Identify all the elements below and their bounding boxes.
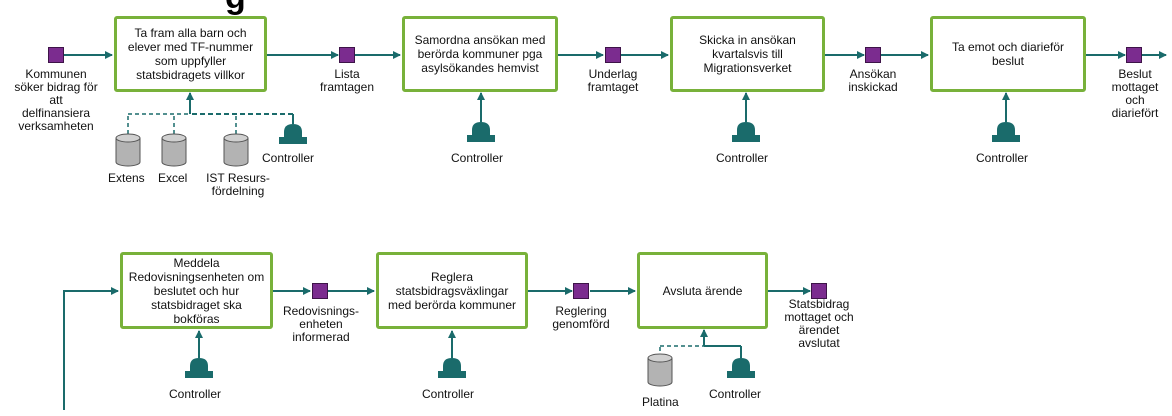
process-label: Meddela Redovisningsenheten om beslutet … — [128, 255, 265, 326]
process-label: Ta emot och diarieför beslut — [951, 40, 1065, 68]
event-marker — [1126, 47, 1142, 63]
database-label: Extens — [108, 171, 145, 185]
process-box: Ta emot och diarieför beslut — [930, 16, 1086, 92]
database-icon — [223, 133, 249, 167]
event-label: Statsbidrag mottaget och ärendet avsluta… — [784, 297, 854, 350]
process-box: Samordna ansökan med berörda kommuner pg… — [402, 16, 558, 92]
event-marker — [48, 47, 64, 63]
process-label: Reglera statsbidragsväxlingar med berörd… — [387, 269, 517, 312]
database-label: IST Resurs-fördelning — [206, 171, 270, 198]
controller-icon — [992, 122, 1020, 142]
controller-label: Controller — [262, 151, 315, 165]
controller-label: Controller — [169, 387, 222, 401]
event-label: Kommunen söker bidrag för att delfinansi… — [14, 67, 98, 133]
controller-label: Controller — [716, 151, 769, 165]
event-label: Underlag framtaget — [587, 67, 639, 94]
event-marker — [573, 283, 589, 299]
process-box: Avsluta ärende — [637, 252, 768, 329]
flow-arrows-row2 — [63, 287, 811, 410]
controller-icon — [185, 358, 213, 378]
process-label: Ta fram alla barn och elever med TF-numm… — [127, 26, 254, 82]
controller-icon — [467, 122, 495, 142]
process-label: Samordna ansökan med berörda kommuner pg… — [414, 33, 546, 75]
controller-arrows — [186, 92, 1010, 358]
event-label: Lista framtagen — [319, 67, 375, 94]
event-label: Ansökan inskickad — [848, 67, 898, 94]
process-box: Reglera statsbidragsväxlingar med berörd… — [376, 252, 528, 329]
database-icon — [161, 133, 187, 167]
process-box: Skicka in ansökan kvartalsvis till Migra… — [670, 16, 825, 92]
event-label: Beslut mottaget och diariefört — [1111, 67, 1159, 120]
flow-return-arrow — [63, 287, 119, 410]
controller-label: Controller — [451, 151, 504, 165]
controller-label: Controller — [976, 151, 1029, 165]
event-label: Reglering genomförd — [552, 304, 610, 331]
event-marker — [339, 47, 355, 63]
controllers — [185, 122, 1020, 378]
event-marker — [605, 47, 621, 63]
database-connectors — [127, 113, 704, 358]
database-icon — [647, 353, 673, 387]
database-icon — [115, 133, 141, 167]
databases — [115, 133, 673, 387]
process-box: Meddela Redovisningsenheten om beslutet … — [120, 252, 273, 329]
controller-icon — [279, 124, 307, 144]
page-title-fragment: g — [225, 0, 246, 14]
event-marker — [811, 283, 827, 299]
database-label: Excel — [158, 171, 188, 185]
controller-icon — [438, 358, 466, 378]
controller-icon — [732, 122, 760, 142]
event-marker — [865, 47, 881, 63]
process-label: Skicka in ansökan kvartalsvis till Migra… — [699, 33, 796, 75]
process-label: Avsluta ärende — [662, 283, 743, 298]
controller-icon — [727, 358, 755, 378]
event-marker — [312, 283, 328, 299]
event-label: Redovisnings-enheten informerad — [282, 304, 360, 344]
process-box: Ta fram alla barn och elever med TF-numm… — [114, 16, 267, 92]
controller-label: Controller — [709, 387, 762, 401]
database-label: Platina — [642, 395, 679, 409]
controller-label: Controller — [422, 387, 475, 401]
